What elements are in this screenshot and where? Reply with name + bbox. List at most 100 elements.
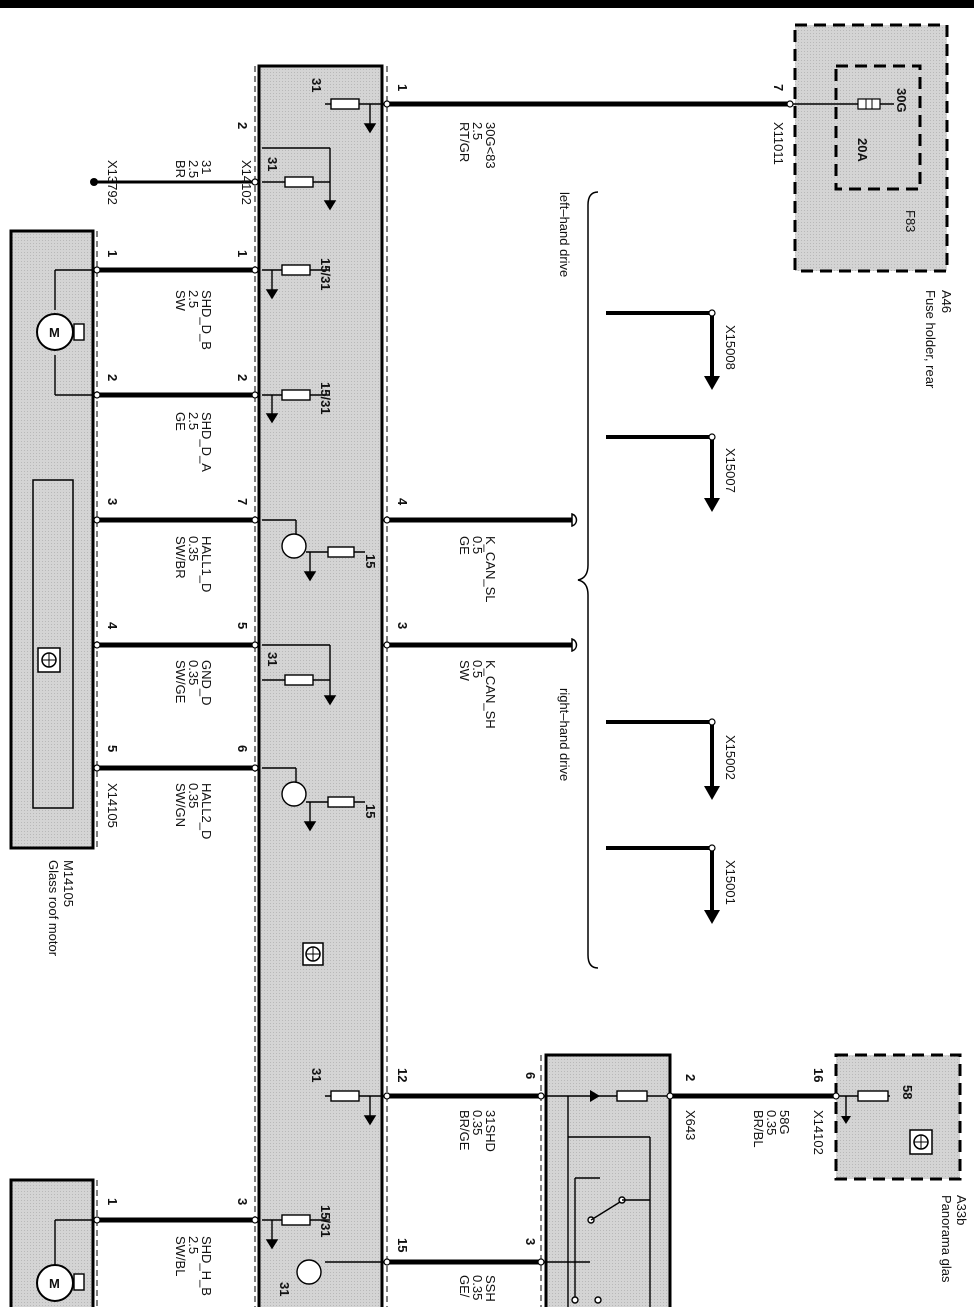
pin-number: 16 [811,1068,826,1082]
terminal-label: 15 [363,554,378,568]
pin-number: 12 [395,1068,410,1082]
bmw-logo-icon [909,1129,933,1155]
wire-color-label: SW/BR [173,536,188,579]
wire-gauge-label: 2.5 [186,160,201,178]
wire-color-label: GE [173,412,188,431]
connector-label: X15001 [723,860,738,905]
wire-color-label: BR/BL [751,1110,766,1148]
wire-gauge-label: 2.5 [186,290,201,308]
connector-label: X643 [683,1110,698,1140]
panorama-name: Panorama glas [939,1195,954,1283]
panorama-terminal-label: 58 [900,1085,915,1099]
wire-color-label: GE/ [457,1275,472,1298]
terminal-label: 15/31 [318,258,333,291]
wire-signal-label: SHD_D_A [199,412,214,472]
panorama-glass-module: 58 [834,1053,962,1181]
svg-text:M: M [49,325,60,340]
arrow-icons [90,178,720,924]
bmw-logo-icon [302,942,324,966]
wire-gauge-label: 0.35 [470,1110,485,1135]
pin-number: 1 [105,1198,120,1205]
internal-terminal-labels: 31 31 15/31 15/31 15 31 15 31 15/31 31 [265,78,378,1296]
ground-terminal-icon [90,178,98,186]
wire-color-label: SW/GN [173,783,188,827]
wire-color-label: SW/BL [173,1236,188,1276]
wire-signal-label: 31SHD [483,1110,498,1152]
terminal-label: 15 [363,804,378,818]
wire-gauge-label: 0.35 [186,783,201,808]
wire-color-label: GE [457,536,472,555]
terminal-label: 31 [309,1068,324,1082]
terminal-label: 31 [309,78,324,92]
motor-icon [36,1264,74,1302]
wire-gauge-label: 0.5 [470,536,485,554]
pin-number: 4 [395,498,410,506]
roof-control-module [254,64,388,1307]
pin-number: 5 [105,745,120,752]
connector-label: X14102 [239,160,254,205]
pin-numbers: 7 1 4 3 12 15 2 1 2 7 5 6 3 1 2 3 4 5 1 … [105,84,826,1252]
panorama-id: A33b [954,1195,969,1225]
wire-gauge-label: 2.5 [186,412,201,430]
wire-signal-label: SHD_H_B [199,1236,214,1296]
drive-variant-brace [577,191,599,969]
connector-label: X15007 [723,448,738,493]
frame-top-bar [0,0,974,8]
wire-color-label: BR/GE [457,1110,472,1151]
pin-number: 3 [105,498,120,505]
roof-switch-module [540,1053,672,1307]
wire-signal-label: SHD_D_B [199,290,214,350]
wire-gauge-label: 0.35 [186,536,201,561]
wire-gauge-label: 0.35 [470,1275,485,1300]
fuse-rating-label: 20A [855,138,870,162]
bmw-logo-icon [37,647,61,673]
pin-number: 1 [235,250,250,257]
motor-front-name: Glass roof motor [46,860,61,957]
connection-dots [93,100,840,1266]
wire-color-label: SW [173,290,188,312]
left-hand-drive-label: left–hand drive [557,192,572,277]
motor-front-id: M14105 [61,860,76,907]
pin-number: 3 [523,1238,538,1245]
pin-number: 4 [105,622,120,630]
right-hand-drive-label: right–hand drive [557,688,572,781]
wire-gauge-label: 0.5 [470,660,485,678]
connector-label: X14105 [105,783,120,828]
connector-labels: X11011 X14102 X13792 X14105 X643 X14102 … [105,122,826,1155]
wire-gauge-label: 2.5 [470,122,485,140]
connector-label: X13792 [105,160,120,205]
pin-number: 1 [395,84,410,91]
svg-text:M: M [49,1276,60,1291]
wire-signal-label: HALL2_D [199,783,214,839]
connector-label: X11011 [771,122,786,165]
pin-number: 15 [395,1238,410,1252]
fuse-f83-symbol [857,98,881,110]
connector-label: X15002 [723,735,738,780]
terminal-label: 31 [265,652,280,666]
fuse-holder-name: Fuse holder, rear [923,290,938,389]
wire-signal-label: 30G<83 [483,122,498,169]
pin-number: 3 [395,622,410,629]
pin-number: 7 [235,498,250,505]
pin-number: 2 [235,374,250,381]
wire-color-label: RT/GR [457,122,472,162]
pin-number: 6 [235,745,250,752]
wire-labels: 30G<832.5RT/GR312.5BRSHD_D_B2.5SWSHD_D_A… [173,122,792,1302]
wire-signal-label: 58G [777,1110,792,1135]
fuse-id-label: F83 [903,210,918,232]
terminal-label: 15/31 [318,1205,333,1238]
pin-number: 1 [105,250,120,257]
wire-gauge-label: 2.5 [186,1236,201,1254]
wire-signal-label: GND_D [199,660,214,706]
wires [95,101,836,1265]
motor-icon: M [36,269,97,396]
glass-roof-motor-rear: M [9,1178,98,1307]
fuse-holder: 30G 20A F83 A46 Fuse holder, rear [790,23,954,389]
wire-color-label: BR [173,160,188,178]
pin-number: 2 [235,122,250,129]
connector-label: X14102 [811,1110,826,1155]
wire-signal-label: 31 [199,160,214,174]
pin-number: 5 [235,622,250,629]
terminal-label: 15/31 [318,382,333,415]
